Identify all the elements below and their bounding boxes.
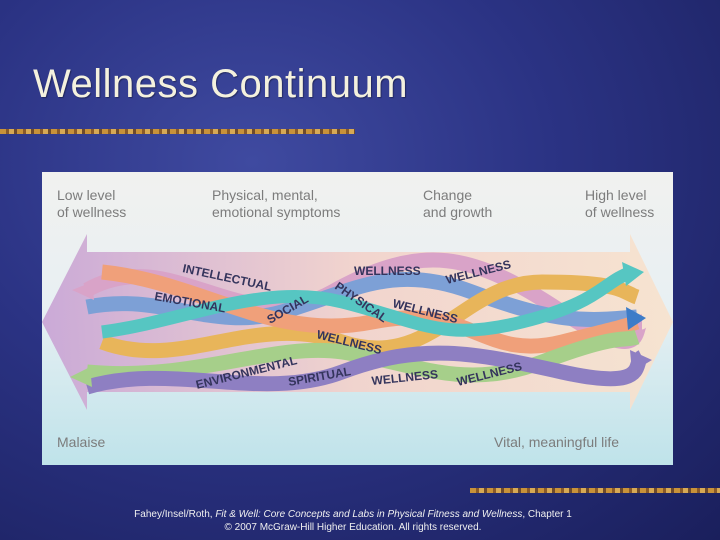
strand-arrowhead-left-pink [72, 282, 94, 300]
continuum-diagram: INTELLECTUAL EMOTIONAL SOCIAL PHYSICAL E… [42, 234, 673, 410]
strand-environmental [86, 329, 640, 383]
label-malaise: Malaise [57, 434, 106, 450]
strand-arrowhead-teal [622, 262, 644, 286]
citation-authors: Fahey/Insel/Roth, [134, 509, 216, 520]
label-change-growth: Change and growth [423, 187, 493, 220]
slide-title: Wellness Continuum [33, 62, 409, 106]
strand-spiritual [84, 345, 647, 395]
strand-social [99, 274, 640, 359]
label-vital-life: Vital, meaningful life [494, 434, 620, 450]
citation-copyright: © 2007 McGraw-Hill Higher Education. All… [224, 522, 482, 533]
strand-arrowhead-blue [626, 307, 646, 330]
citation-chapter: , Chapter 1 [522, 509, 572, 520]
citation-book: Fit & Well: Core Concepts and Labs in Ph… [215, 509, 523, 520]
footer-divider [470, 488, 720, 493]
strand-arrowhead-purple [630, 350, 652, 372]
label-high-wellness: High level of wellness [585, 187, 655, 220]
strand-arrowhead-left-green [70, 367, 92, 387]
title-divider [0, 129, 355, 134]
label-symptoms: Physical, mental, emotional symptoms [212, 187, 341, 220]
strand-label-wellness-1: WELLNESS [354, 264, 421, 278]
label-low-wellness: Low level of wellness [57, 187, 127, 220]
strand-teal [101, 265, 635, 339]
strand-label-wellness-5: WELLNESS [371, 367, 439, 388]
wellness-continuum-figure: INTELLECTUAL EMOTIONAL SOCIAL PHYSICAL E… [42, 172, 673, 465]
citation: Fahey/Insel/Roth, Fit & Well: Core Conce… [0, 508, 706, 534]
